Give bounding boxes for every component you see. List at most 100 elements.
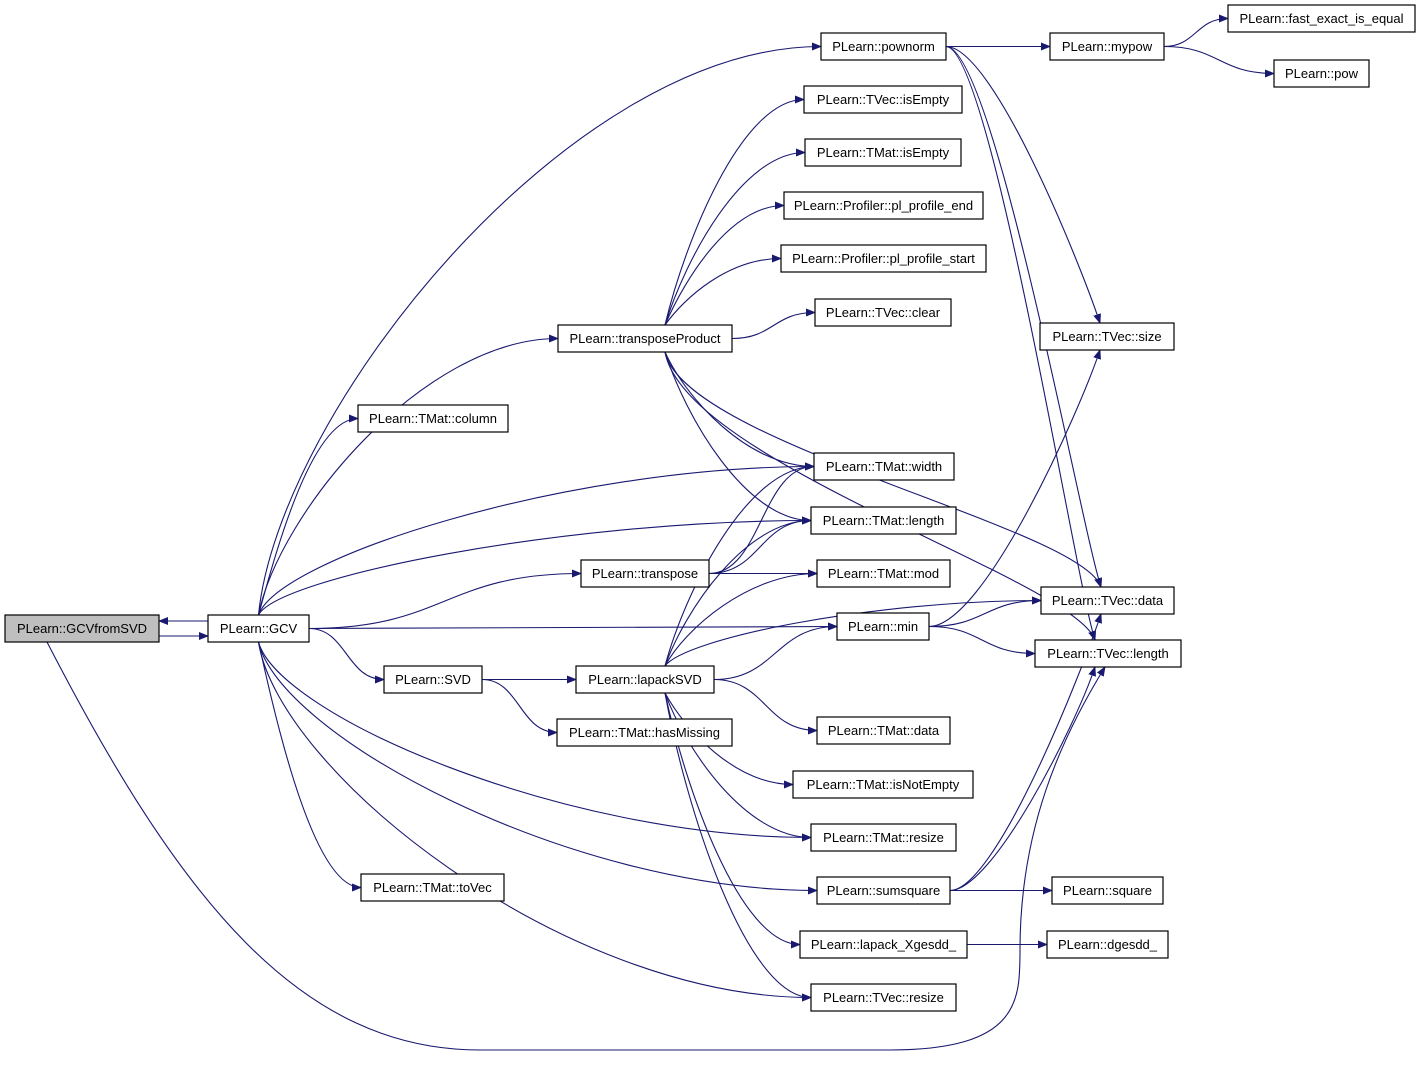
node-pownorm[interactable]: PLearn::pownorm [820, 32, 947, 61]
edge-gcv-to-pownorm [257, 42, 822, 616]
edge-transposeproduct-to-tvec_clear [731, 308, 816, 340]
node-box [799, 930, 968, 959]
edge-transposeproduct-to-tmat_isempty [664, 148, 806, 326]
node-mypow[interactable]: PLearn::mypow [1049, 32, 1165, 61]
edge-transposeproduct-to-tvec_length [664, 351, 1096, 641]
edge-transposeproduct-to-tmat_length [664, 351, 812, 525]
edge-gcv-to-tmat_length [258, 516, 812, 616]
node-tvec-length[interactable]: PLearn::TVec::length [1034, 639, 1182, 668]
node-box [810, 983, 957, 1012]
edge-transpose-to-tmat_length [708, 516, 812, 575]
node-transpose[interactable]: PLearn::transpose [580, 559, 710, 588]
node-tvec-resize[interactable]: PLearn::TVec::resize [810, 983, 957, 1012]
node-label: PLearn::fast_exact_is_equal [1239, 11, 1403, 26]
node-tvec-clear[interactable]: PLearn::TVec::clear [814, 298, 952, 327]
node-tmat-isempty[interactable]: PLearn::TMat::isEmpty [804, 138, 962, 167]
node-label: PLearn::TMat::isNotEmpty [807, 777, 960, 792]
node-tmat-isnotempty[interactable]: PLearn::TMat::isNotEmpty [792, 770, 974, 799]
edge-gcv-to-transposeproduct [257, 334, 559, 616]
edge-lapacksvd-to-tmat_length [664, 516, 812, 667]
node-box [810, 506, 957, 535]
node-min[interactable]: PLearn::min [836, 612, 930, 641]
node-label: PLearn::transposeProduct [569, 331, 720, 346]
node-label: PLearn::SVD [395, 672, 471, 687]
node-transposeproduct[interactable]: PLearn::transposeProduct [557, 324, 733, 353]
edge-transposeproduct-to-tmat_width [664, 351, 815, 471]
node-tmat-data[interactable]: PLearn::TMat::data [816, 716, 951, 745]
node-tmat-resize[interactable]: PLearn::TMat::resize [810, 823, 957, 852]
node-lapack-xgesdd[interactable]: PLearn::lapack_Xgesdd_ [799, 930, 968, 959]
node-label: PLearn::transpose [592, 566, 698, 581]
edge-lapacksvd-to-tmat_mod [664, 569, 818, 667]
node-tmat-width[interactable]: PLearn::TMat::width [813, 452, 955, 481]
edge-transposeproduct-to-prof_end [664, 201, 785, 326]
edge-lapacksvd-to-tmat_data [713, 678, 818, 735]
node-svd[interactable]: PLearn::SVD [383, 665, 483, 694]
node-label: PLearn::TMat::width [826, 459, 942, 474]
node-tmat-tovec[interactable]: PLearn::TMat::toVec [360, 873, 505, 902]
edge-gcv-to-tmat_width [257, 462, 815, 616]
node-box [1227, 4, 1416, 33]
node-label: PLearn::sumsquare [827, 883, 940, 898]
node-label: PLearn::GCVfromSVD [17, 621, 147, 636]
node-label: PLearn::dgesdd_ [1058, 937, 1158, 952]
edge-lapacksvd-to-tvec_data [664, 596, 1042, 667]
node-box [792, 770, 974, 799]
node-lapacksvd[interactable]: PLearn::lapackSVD [575, 665, 715, 694]
edge-min-to-tvec_length [928, 625, 1036, 658]
edge-lapacksvd-to-tmat_isnotempty [664, 692, 794, 789]
node-box [816, 716, 951, 745]
node-gcv[interactable]: PLearn::GCV [207, 614, 310, 643]
node-box [1049, 32, 1165, 61]
node-box [207, 614, 310, 643]
edge-pownorm-to-tvec_data [945, 45, 1102, 588]
node-gcvfromsvd[interactable]: PLearn::GCVfromSVD [4, 614, 160, 643]
node-label: PLearn::pow [1285, 66, 1359, 81]
node-tmat-length[interactable]: PLearn::TMat::length [810, 506, 957, 535]
edge-svd-to-tmat_hasmissing [481, 678, 558, 737]
node-tmat-hasmissing[interactable]: PLearn::TMat::hasMissing [556, 718, 733, 747]
node-box [804, 138, 962, 167]
node-label: PLearn::pownorm [832, 39, 935, 54]
edge-pownorm-to-tvec_size [945, 45, 1101, 324]
edge-gcv-to-tmat_column [257, 414, 359, 616]
edge-transposeproduct-to-prof_start [664, 254, 782, 326]
node-prof-start[interactable]: PLearn::Profiler::pl_profile_start [780, 244, 987, 273]
node-label: PLearn::TMat::mod [828, 566, 939, 581]
node-sumsquare[interactable]: PLearn::sumsquare [816, 876, 951, 905]
node-label: PLearn::GCV [220, 621, 298, 636]
node-label: PLearn::lapack_Xgesdd_ [811, 937, 957, 952]
node-box [1039, 322, 1175, 351]
node-label: PLearn::TMat::isEmpty [817, 145, 950, 160]
node-tmat-mod[interactable]: PLearn::TMat::mod [816, 559, 951, 588]
node-tvec-isempty[interactable]: PLearn::TVec::isEmpty [803, 85, 963, 114]
edge-min-to-tvec_size [928, 349, 1101, 628]
node-label: PLearn::TMat::column [369, 411, 497, 426]
node-label: PLearn::TVec::clear [826, 305, 941, 320]
node-box [816, 876, 951, 905]
node-tmat-column[interactable]: PLearn::TMat::column [357, 404, 509, 433]
node-tvec-data[interactable]: PLearn::TVec::data [1040, 586, 1175, 615]
node-label: PLearn::TMat::data [828, 723, 940, 738]
edge-gcv-to-min [308, 622, 838, 631]
edge-lapacksvd-to-min [713, 622, 838, 681]
node-box [575, 665, 715, 694]
edge-gcv-to-transpose [308, 569, 582, 630]
node-pow[interactable]: PLearn::pow [1273, 59, 1370, 88]
node-label: PLearn::TVec::data [1052, 593, 1164, 608]
node-tvec-size[interactable]: PLearn::TVec::size [1039, 322, 1175, 351]
node-box [1034, 639, 1182, 668]
edge-mypow-to-fast_exact [1163, 14, 1229, 48]
node-label: PLearn::TVec::size [1052, 329, 1161, 344]
node-label: PLearn::TMat::toVec [373, 880, 492, 895]
edge-gcv-to-tmat_tovec [257, 641, 362, 892]
node-box [383, 665, 483, 694]
node-square[interactable]: PLearn::square [1051, 876, 1164, 905]
node-dgesdd[interactable]: PLearn::dgesdd_ [1046, 930, 1169, 959]
node-prof-end[interactable]: PLearn::Profiler::pl_profile_end [783, 191, 984, 220]
node-fast-exact[interactable]: PLearn::fast_exact_is_equal [1227, 4, 1416, 33]
node-label: PLearn::TVec::length [1047, 646, 1168, 661]
edge-gcv-to-sumsquare [257, 641, 818, 895]
edge-gcv-to-tvec_resize [257, 641, 812, 1002]
